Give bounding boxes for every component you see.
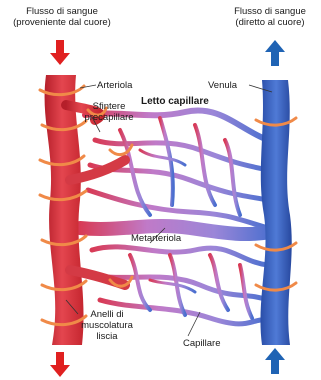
capillary-label: Capillare [183, 338, 221, 349]
venule [260, 80, 291, 345]
sphincter-line1: Sfintere [78, 101, 140, 112]
arteriole-label: Arteriola [97, 80, 132, 91]
capillary-bed-label: Letto capillare [141, 96, 209, 107]
arrow-in-bottom-icon [265, 348, 285, 374]
flow-out-label: Flusso di sangue (diretto al cuore) [220, 6, 320, 28]
smooth-muscle-rings-label: Anelli di muscolatura liscia [72, 309, 142, 342]
precapillary-sphincter-label: Sfintere precapillare [78, 101, 140, 123]
arrow-in-top-icon [50, 40, 70, 65]
flow-out-line1: Flusso di sangue [220, 6, 320, 17]
capillary-bed [85, 110, 268, 323]
metarteriole-label: Metarteriola [131, 233, 181, 244]
sphincter-line2: precapillare [78, 112, 140, 123]
rings-line1: Anelli di [72, 309, 142, 320]
rings-line2: muscolatura [72, 320, 142, 331]
flow-out-line2: (diretto al cuore) [220, 17, 320, 28]
flow-in-line1: Flusso di sangue [0, 6, 124, 17]
venule-label: Venula [208, 80, 237, 91]
arrow-out-top-icon [265, 40, 285, 66]
flow-in-label: Flusso di sangue (proveniente dal cuore) [0, 6, 124, 28]
arrow-out-bottom-icon [50, 352, 70, 377]
flow-in-line2: (proveniente dal cuore) [0, 17, 124, 28]
rings-line3: liscia [72, 331, 142, 342]
